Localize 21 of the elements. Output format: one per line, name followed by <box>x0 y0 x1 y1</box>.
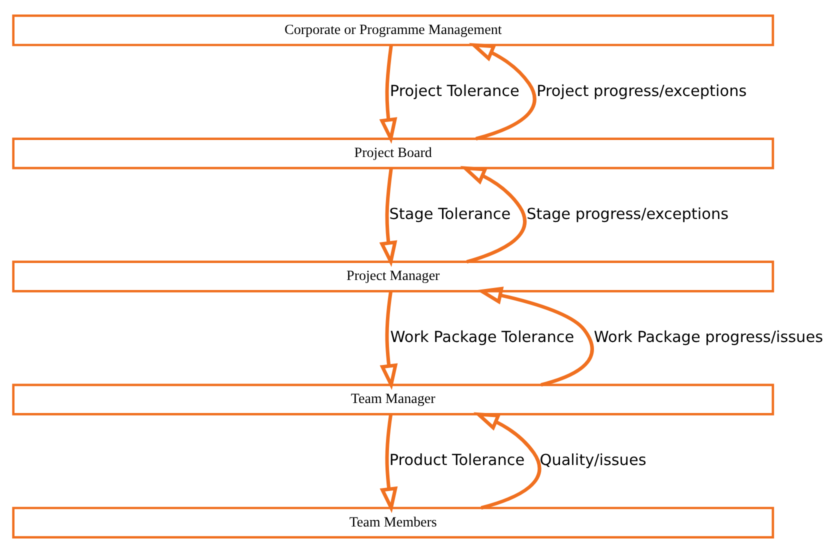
edge-label: Stage progress/exceptions <box>526 204 729 223</box>
node-box: Project Manager <box>12 260 774 292</box>
edge-label: Project Tolerance <box>390 82 520 100</box>
edge-label: Project progress/exceptions <box>536 82 747 100</box>
edge-label: Product Tolerance <box>389 451 525 470</box>
node-box: Project Board <box>12 138 774 170</box>
edge-label: Stage Tolerance <box>389 204 511 223</box>
arrow <box>380 291 398 390</box>
node-box: Team Manager <box>12 384 774 416</box>
edge-label: Quality/issues <box>540 451 646 470</box>
node-box: Corporate or Programme Management <box>12 14 774 46</box>
arrow <box>379 44 398 144</box>
arrow <box>380 414 398 514</box>
arrow <box>476 286 594 387</box>
edge-label: Work Package Tolerance <box>390 328 574 346</box>
arrow <box>379 168 398 267</box>
node-box: Team Members <box>12 506 774 538</box>
edge-label: Work Package progress/issues <box>594 328 824 346</box>
arrow <box>468 43 536 140</box>
arrow <box>474 412 542 510</box>
arrow <box>460 166 526 264</box>
